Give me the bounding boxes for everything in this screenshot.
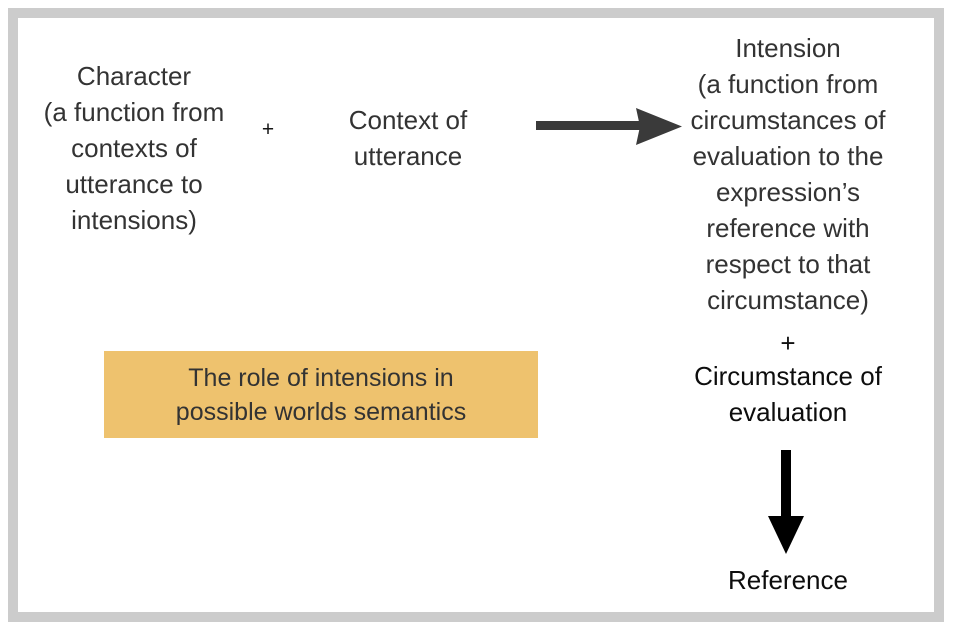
arrow-down-icon	[750, 450, 822, 556]
node-intension: Intension (a function from circumstances…	[690, 33, 886, 315]
arrow-right-icon	[536, 104, 684, 150]
caption-box: The role of intensions in possible world…	[104, 351, 538, 438]
node-character: Character (a function from contexts of u…	[43, 61, 225, 235]
node-context-of-utterance: Context of utterance	[348, 105, 468, 171]
caption-text: The role of intensions in possible world…	[175, 363, 467, 426]
diagram-frame	[8, 8, 944, 622]
node-circumstance-of-evaluation: Circumstance of evaluation	[694, 361, 882, 427]
node-reference: Reference	[728, 565, 848, 595]
operator-plus-intension-circumstance: +	[780, 328, 796, 358]
operator-plus-character-context: +	[261, 118, 275, 141]
